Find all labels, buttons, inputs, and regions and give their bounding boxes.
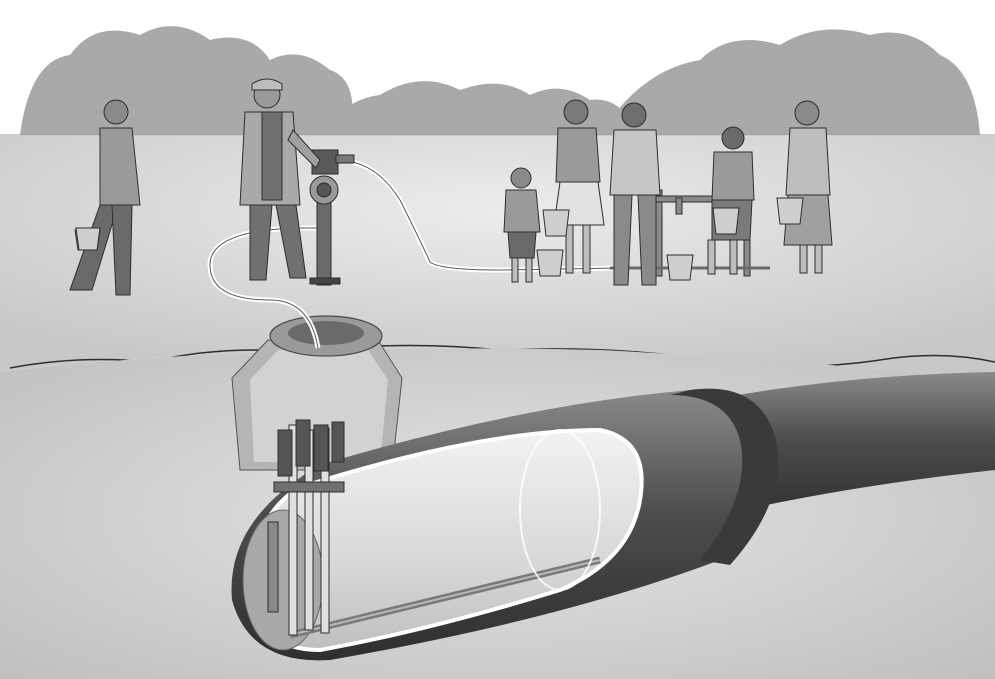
ground-surface xyxy=(0,136,995,380)
